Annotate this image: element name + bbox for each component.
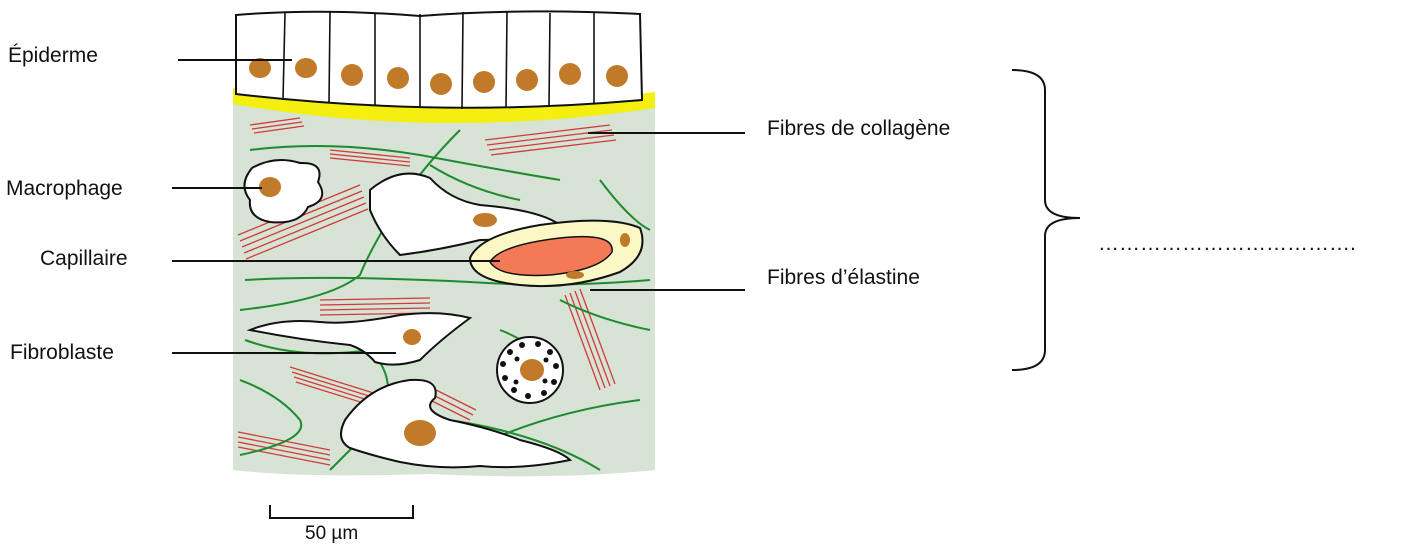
macrophage-nucleus bbox=[259, 177, 281, 197]
curly-brace bbox=[1012, 70, 1080, 370]
mast-cell-nucleus bbox=[520, 359, 544, 381]
label-fibroblaste: Fibroblaste bbox=[10, 341, 114, 365]
fibroblast-upper-nucleus bbox=[473, 213, 497, 227]
label-elastine: Fibres d’élastine bbox=[767, 266, 920, 290]
label-macrophage: Macrophage bbox=[6, 177, 123, 201]
fibroblast-lower-nucleus bbox=[403, 329, 421, 345]
label-capillaire: Capillaire bbox=[40, 247, 128, 271]
label-collagene: Fibres de collagène bbox=[767, 117, 950, 141]
fibroblast-bottom-nucleus bbox=[404, 420, 436, 446]
answer-blank[interactable]: ………………………………. bbox=[1098, 232, 1356, 256]
scale-label: 50 µm bbox=[305, 522, 358, 546]
capillary-nucleus bbox=[620, 233, 630, 247]
scale-bar bbox=[270, 505, 413, 518]
capillary-nucleus-2 bbox=[566, 271, 584, 279]
label-epiderme: Épiderme bbox=[8, 44, 98, 68]
